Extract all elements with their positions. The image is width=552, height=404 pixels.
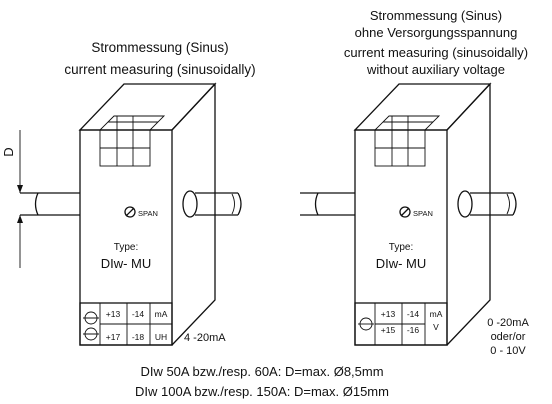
right-output-3: 0 - 10V	[490, 345, 526, 357]
right-output-2: oder/or	[491, 331, 526, 343]
left-model: DIw- MU	[101, 256, 152, 271]
svg-text:+13: +13	[381, 309, 396, 319]
left-top-face	[78, 83, 217, 131]
svg-text:UH: UH	[155, 332, 167, 342]
right-terminal-grid	[374, 115, 441, 167]
left-span-pot: SPAN	[124, 206, 158, 218]
svg-text:-14: -14	[407, 309, 420, 319]
svg-text:V: V	[433, 322, 439, 332]
right-output-1: 0 -20mA	[487, 317, 529, 329]
right-title-en: current measuring (sinusoidally)	[344, 45, 528, 60]
right-terminal-block: +13 -14 mA +15 -16 V	[354, 302, 448, 346]
left-device: Strommessung (Sinus) current measuring (…	[1, 40, 256, 346]
left-type-label: Type:	[114, 242, 138, 253]
svg-text:mA: mA	[155, 309, 168, 319]
left-span-label: SPAN	[138, 209, 158, 218]
right-type-label: Type:	[389, 242, 413, 253]
right-model: DIw- MU	[376, 256, 427, 271]
right-title-en2: without auxiliary voltage	[366, 62, 505, 77]
left-cable	[20, 190, 242, 218]
right-title-de2: ohne Versorgungsspannung	[355, 25, 518, 40]
svg-text:+15: +15	[381, 325, 396, 335]
left-title-en: current measuring (sinusoidally)	[64, 62, 255, 77]
right-side-face	[446, 82, 491, 346]
note-line-1: DIw 50A bzw./resp. 60A: D=max. Ø8,5mm	[140, 364, 383, 379]
right-span-label: SPAN	[413, 209, 433, 218]
left-title-de: Strommessung (Sinus)	[91, 40, 228, 55]
right-title-de: Strommessung (Sinus)	[370, 8, 502, 23]
note-line-2: DIw 100A bzw./resp. 150A: D=max. Ø15mm	[135, 384, 389, 399]
svg-text:+17: +17	[106, 332, 121, 342]
left-terminal-grid	[99, 115, 166, 167]
right-top-face	[353, 83, 492, 131]
svg-text:-14: -14	[132, 309, 145, 319]
left-output-label: 4 -20mA	[184, 332, 226, 344]
svg-text:-16: -16	[407, 325, 420, 335]
right-span-pot: SPAN	[399, 206, 433, 218]
svg-text:-18: -18	[132, 332, 145, 342]
left-dimension-d: D	[1, 130, 23, 268]
svg-text:+13: +13	[106, 309, 121, 319]
left-side-face	[171, 82, 216, 346]
right-device: Strommessung (Sinus) ohne Versorgungsspa…	[300, 8, 529, 357]
svg-text:mA: mA	[430, 309, 443, 319]
span-screw-icon	[124, 206, 136, 218]
dimension-d-label: D	[1, 147, 16, 156]
right-cable	[300, 190, 517, 218]
span-screw-icon	[399, 206, 411, 218]
left-terminal-block: +13 -14 mA +17 -18 UH	[79, 302, 173, 346]
